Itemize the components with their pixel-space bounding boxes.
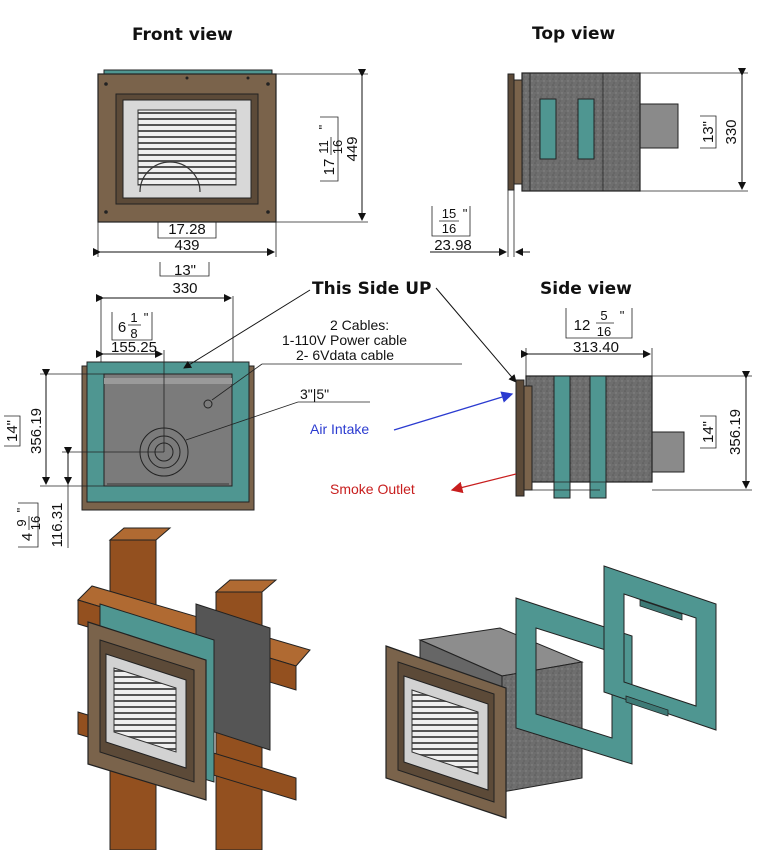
side-view <box>515 375 685 499</box>
back-height-mm: 356.19 <box>28 408 45 454</box>
air-intake-callout: Air Intake <box>310 391 514 437</box>
exploded-render <box>385 565 717 819</box>
front-bolt <box>185 76 189 80</box>
front-height-mm: 449 <box>344 136 361 161</box>
front-height-inch-den: 16 <box>330 140 345 154</box>
back-low-inch-unit: " <box>14 507 29 512</box>
cables-heading: 2 Cables: <box>330 317 389 333</box>
back-view <box>81 361 255 511</box>
side-depth-mm: 313.40 <box>573 339 619 356</box>
top-frame-edge <box>513 79 523 185</box>
side-flange-left <box>553 375 571 499</box>
back-offset-inch-num: 1 <box>130 310 137 325</box>
side-height-dimension: 14" 356.19 <box>652 371 752 491</box>
side-depth-inch-num: 5 <box>600 308 607 323</box>
this-side-up-arrow-left <box>183 289 311 369</box>
pipe-callout: 3"|5" <box>185 386 370 441</box>
front-height-inch-whole: 17 <box>321 159 338 176</box>
front-bolt <box>104 210 108 214</box>
exploded-flange-front <box>515 597 633 765</box>
exploded-flange-tab <box>625 695 669 717</box>
front-width-mm: 439 <box>174 237 199 254</box>
front-louver-grille <box>137 109 237 186</box>
wood-stud-right-top <box>214 579 278 593</box>
side-depth-inch-unit: " <box>620 308 625 323</box>
front-height-dimension: 17 11 16 " 449 <box>276 69 368 223</box>
side-frame-edge <box>523 385 533 491</box>
back-low-inch-whole: 4 <box>19 533 36 541</box>
back-offset-inch-whole: 6 <box>118 319 126 336</box>
top-pipe-stub <box>639 103 679 149</box>
top-flange-right <box>577 98 595 160</box>
top-flange-inch-num: 15 <box>442 206 456 221</box>
cables-data-line: 2- 6Vdata cable <box>296 347 394 363</box>
side-height-mm: 356.19 <box>727 409 744 455</box>
top-view <box>507 72 679 192</box>
side-flange-right <box>589 375 607 499</box>
back-offset-dimension: 6 1 8 " 155.25 <box>96 310 165 452</box>
top-flange-inch-den: 16 <box>442 221 456 236</box>
top-depth-inch: 13" <box>700 121 717 143</box>
front-view <box>97 69 277 223</box>
cables-power-line: 1-110V Power cable <box>282 332 407 348</box>
back-steel-panel <box>103 373 233 487</box>
front-bolt <box>266 210 270 214</box>
front-width-inch: 17.28 <box>168 221 206 238</box>
smoke-outlet-label: Smoke Outlet <box>330 481 415 497</box>
exploded-louver <box>411 689 479 775</box>
exploded-flange-back <box>603 565 717 731</box>
back-cable-port <box>203 399 213 409</box>
top-flange-dimension: 15 16 " 23.98 <box>430 190 530 257</box>
back-height-dimension: 14" 356.19 <box>4 369 104 487</box>
side-front-frame <box>515 379 525 497</box>
back-offset-inch-unit: " <box>144 310 149 325</box>
back-offset-inch-den: 8 <box>130 326 137 341</box>
pipe-size-label: 3"|5" <box>300 386 329 402</box>
air-intake-label: Air Intake <box>310 421 369 437</box>
side-height-inch: 14" <box>700 421 717 443</box>
side-steel-box <box>525 375 653 483</box>
front-bolt <box>266 82 270 86</box>
front-pipe-outline <box>139 161 201 193</box>
this-side-up-label: This Side UP <box>312 279 432 299</box>
top-flange-inch-unit: " <box>463 206 468 221</box>
front-height-inch-num: 11 <box>316 140 331 154</box>
side-depth-inch-den: 16 <box>597 324 611 339</box>
front-bolt <box>104 82 108 86</box>
cables-note: 2 Cables: 1-110V Power cable 2- 6Vdata c… <box>211 317 462 401</box>
back-width-mm: 330 <box>172 280 197 297</box>
front-width-dimension: 17.28 439 <box>93 221 277 257</box>
top-depth-dimension: 13" 330 <box>640 68 748 192</box>
back-width-inch: 13" <box>174 262 196 279</box>
this-side-up-arrow-right <box>435 287 517 383</box>
side-depth-dimension: 12 5 16 " 313.40 <box>521 308 653 376</box>
back-panel-highlight <box>104 378 232 384</box>
installed-render <box>77 527 311 850</box>
top-flange-mm: 23.98 <box>434 237 472 254</box>
front-view-title: Front view <box>132 25 233 45</box>
back-low-inch-den: 16 <box>28 516 43 530</box>
top-front-frame <box>507 73 515 191</box>
front-height-inch-unit: " <box>316 124 331 129</box>
exploded-flange-tab <box>639 599 683 621</box>
top-flange-left <box>539 98 557 160</box>
back-offset-mm: 155.25 <box>111 339 157 356</box>
front-bolt <box>246 76 250 80</box>
top-depth-mm: 330 <box>723 119 740 144</box>
back-height-inch: 14" <box>4 420 21 442</box>
render-louver <box>113 667 177 753</box>
smoke-outlet-callout: Smoke Outlet <box>330 473 517 497</box>
back-low-inch-num: 9 <box>14 519 29 526</box>
wood-stud-left-top <box>108 527 172 541</box>
side-pipe-stub <box>651 431 685 473</box>
side-view-title: Side view <box>540 279 632 299</box>
back-low-mm: 116.31 <box>49 503 66 548</box>
top-view-title: Top view <box>532 24 616 44</box>
back-width-dimension: 13" 330 <box>96 262 234 362</box>
side-depth-inch-whole: 12 <box>574 317 591 334</box>
back-low-dimension: 4 9 16 " 116.31 <box>14 447 164 548</box>
